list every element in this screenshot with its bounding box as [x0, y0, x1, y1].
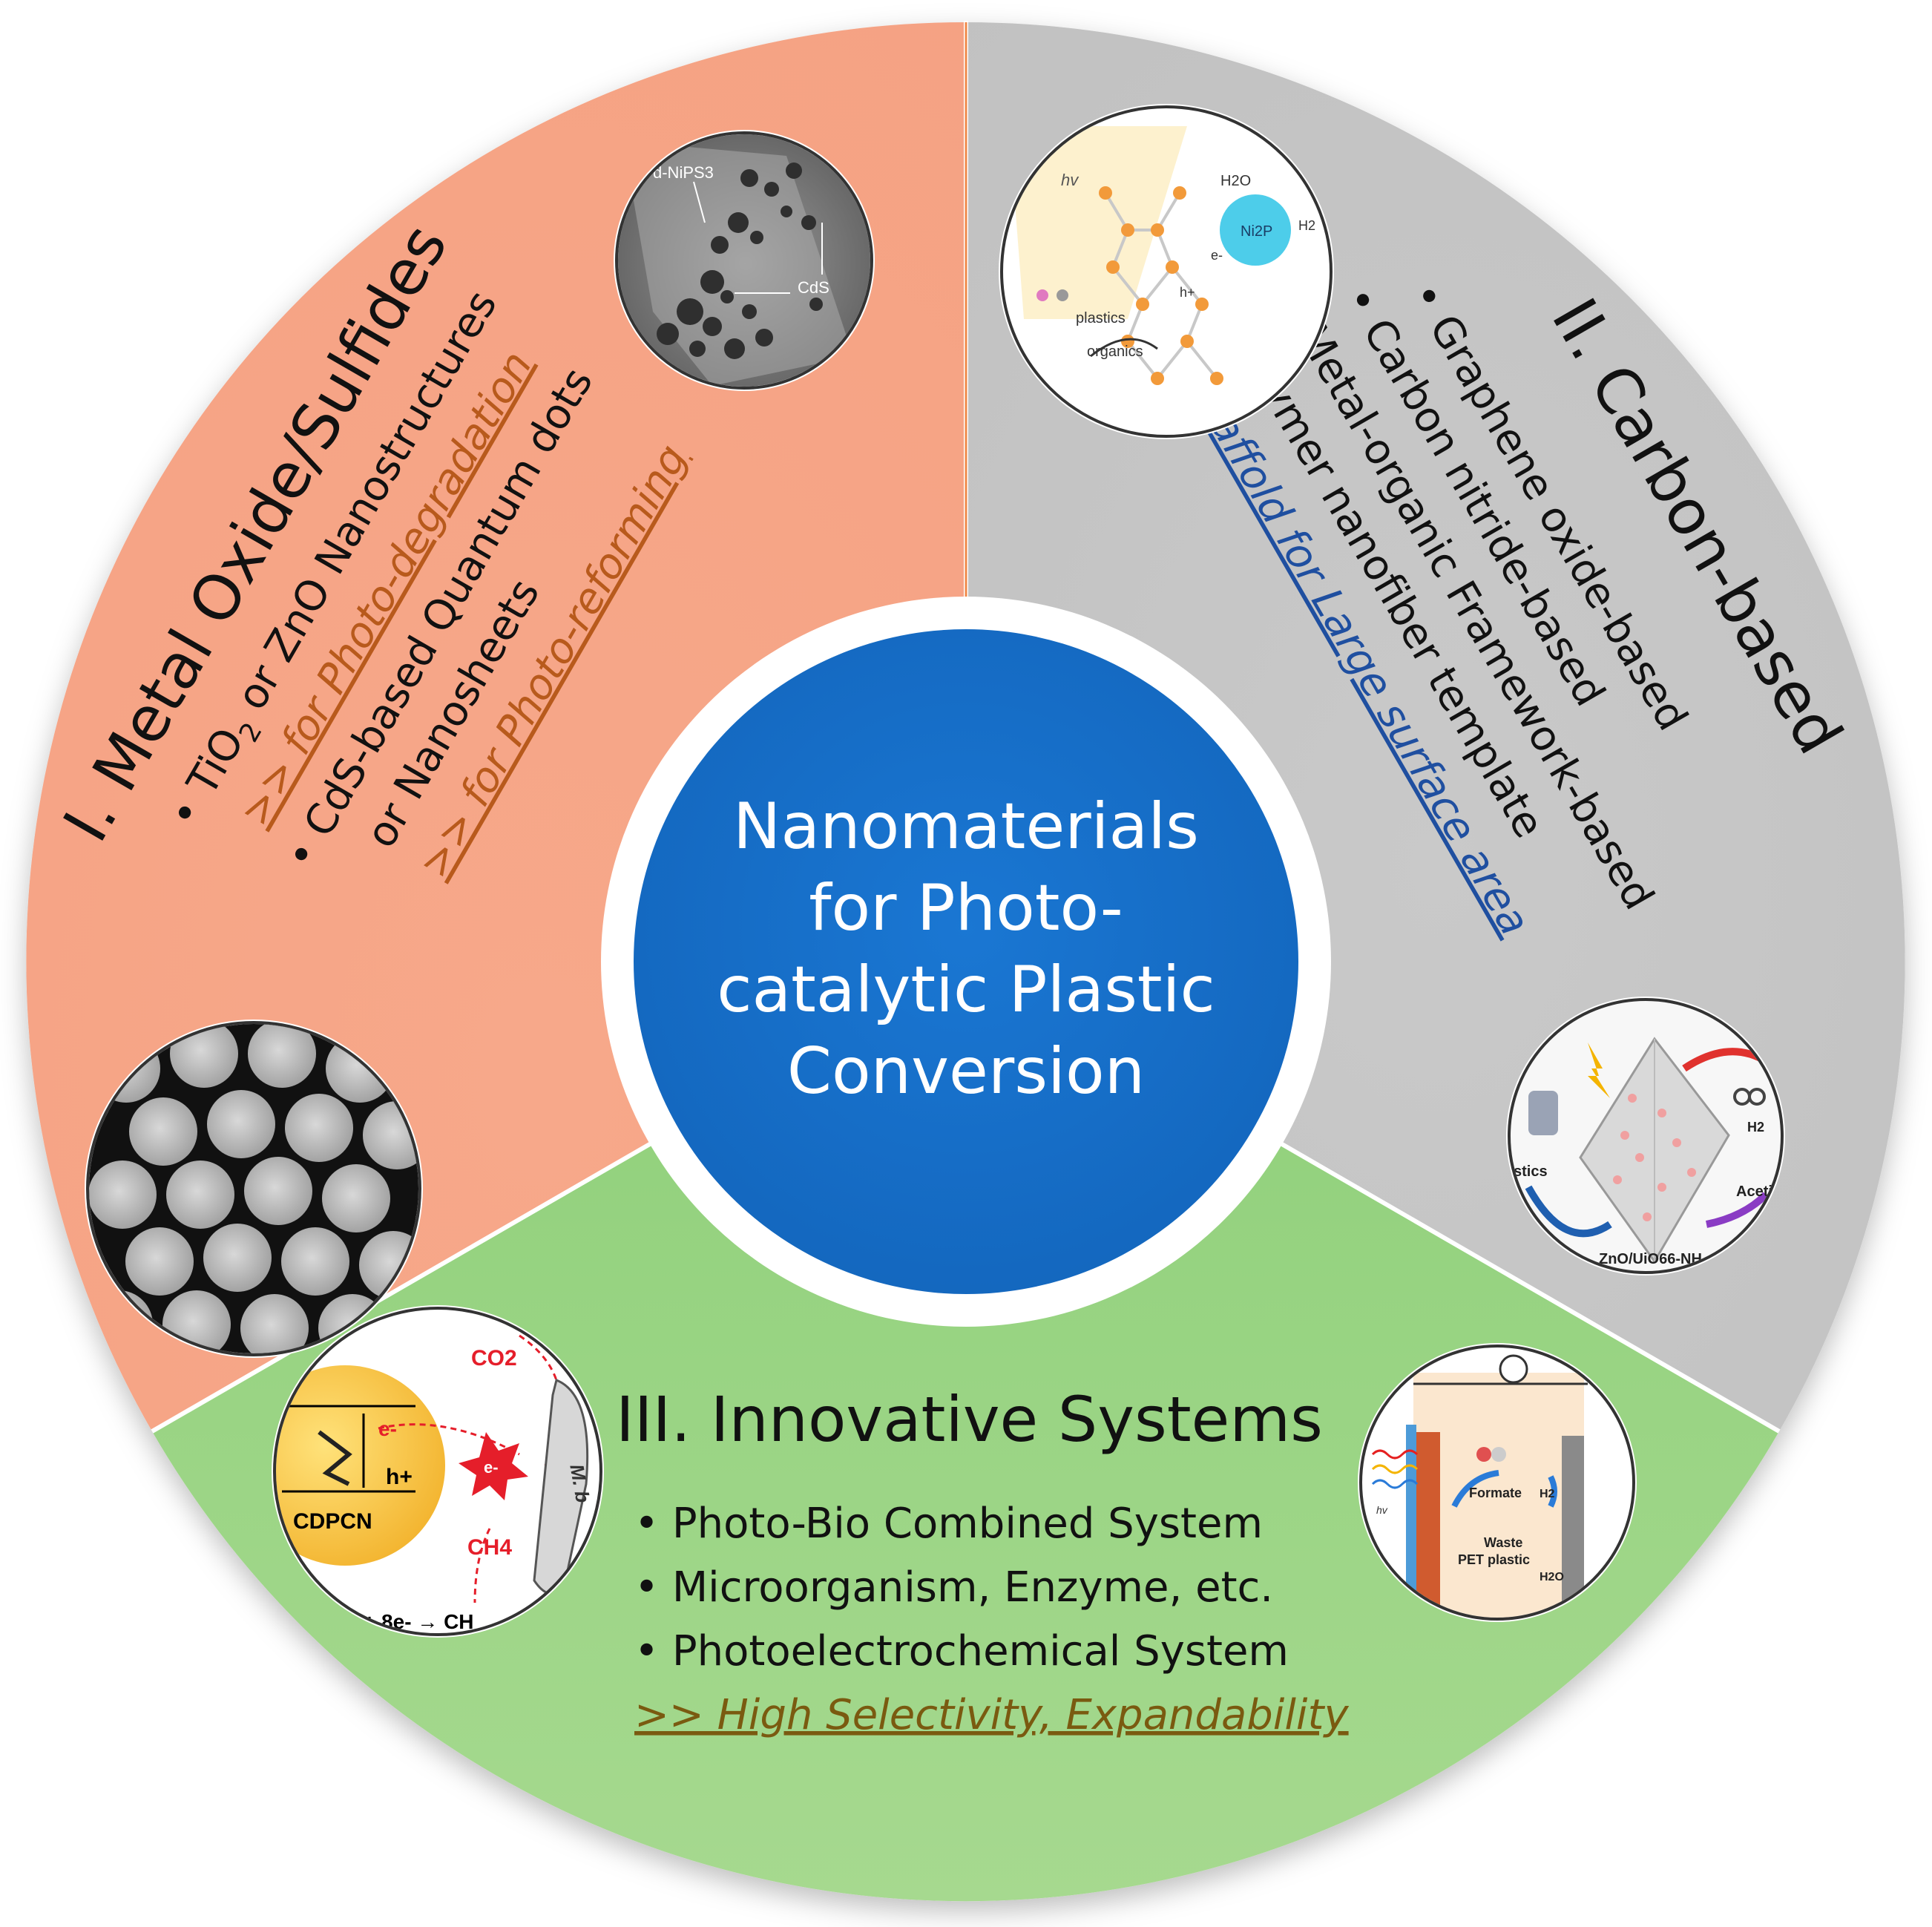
- pec-label-formate: Formate: [1469, 1486, 1522, 1500]
- microbe-icon: [533, 1378, 589, 1595]
- cn-label-plastics: plastics: [1076, 310, 1126, 326]
- center-title-line-4: Conversion: [787, 1034, 1145, 1109]
- innovative-item-2: • Microorganism, Enzyme, etc.: [634, 1563, 1273, 1612]
- section-innovative-systems: III. Innovative Systems • Photo-Bio Comb…: [616, 1383, 1349, 1739]
- cdpcn-label-electron: e-: [378, 1417, 397, 1440]
- graphite-pattern-icon: [318, 1430, 352, 1486]
- cdpcn-label-hole: h+: [386, 1465, 413, 1489]
- image-sem-spheres: [85, 1020, 423, 1358]
- cn-label-hole: h+: [1180, 285, 1195, 300]
- photoanode: [1413, 1432, 1440, 1618]
- pec-label-h2: H2: [1540, 1488, 1555, 1500]
- pec-label-pet-plastic: PET plastic: [1458, 1552, 1530, 1567]
- cdpcn-label-electron-2: e-: [484, 1458, 499, 1477]
- cdpcn-label-co2: CO2: [471, 1346, 517, 1370]
- image-carbon-nitride-scheme: hv H2O Ni2P H2 e- h+ plastics organics: [999, 104, 1334, 439]
- center-title-line-3: catalytic Plastic: [717, 953, 1215, 1027]
- mof-label-zno-uio66: ZnO/UiO66-NH: [1599, 1251, 1702, 1267]
- pec-label-hv: hv: [1376, 1504, 1388, 1516]
- meter-icon: [1499, 1354, 1528, 1384]
- pec-label-h2o: H2O: [1540, 1571, 1564, 1583]
- cdpcn-label-ch4: CH4: [467, 1535, 512, 1560]
- mof-label-h2: H2: [1747, 1120, 1764, 1135]
- pec-label-waste: Waste: [1484, 1535, 1522, 1550]
- cn-label-electron: e-: [1211, 248, 1223, 263]
- image-mof-octahedron: H2 Acetic ac stics ZnO/UiO66-NH: [1506, 997, 1785, 1276]
- innovative-note: >> High Selectivity, Expandability: [634, 1691, 1349, 1739]
- image-pec-cell: Formate H2 Waste PET plastic H2O hv: [1358, 1343, 1637, 1622]
- ni2p-particle-icon: [1220, 194, 1291, 266]
- center-title-line-2: for Photo-: [809, 871, 1123, 945]
- cn-label-hv: hv: [1061, 171, 1080, 189]
- tem-label-nips3: d-NiPS3: [653, 163, 714, 182]
- lightning-icon: [1588, 1043, 1610, 1098]
- mof-label-plastics: stics: [1514, 1163, 1548, 1180]
- innovative-item-1: • Photo-Bio Combined System: [634, 1500, 1263, 1548]
- plastic-bag-icon: [1528, 1091, 1558, 1135]
- innovative-item-3: • Photoelectrochemical System: [634, 1627, 1289, 1675]
- cdpcn-label-name: CDPCN: [293, 1509, 372, 1534]
- cn-label-h2: H2: [1298, 218, 1315, 233]
- center-title: Nanomaterials for Photo- catalytic Plast…: [717, 789, 1215, 1109]
- cn-label-h2o: H2O: [1220, 173, 1251, 189]
- center-title-line-1: Nanomaterials: [733, 789, 1199, 864]
- center-circle: [634, 629, 1298, 1294]
- image-tem-nips3-cds: d-NiPS3 CdS: [614, 130, 875, 391]
- innovative-title: III. Innovative Systems: [616, 1383, 1323, 1456]
- cn-label-ni2p: Ni2P: [1241, 223, 1272, 240]
- cathode: [1562, 1436, 1584, 1618]
- tem-label-cds: CdS: [798, 278, 829, 297]
